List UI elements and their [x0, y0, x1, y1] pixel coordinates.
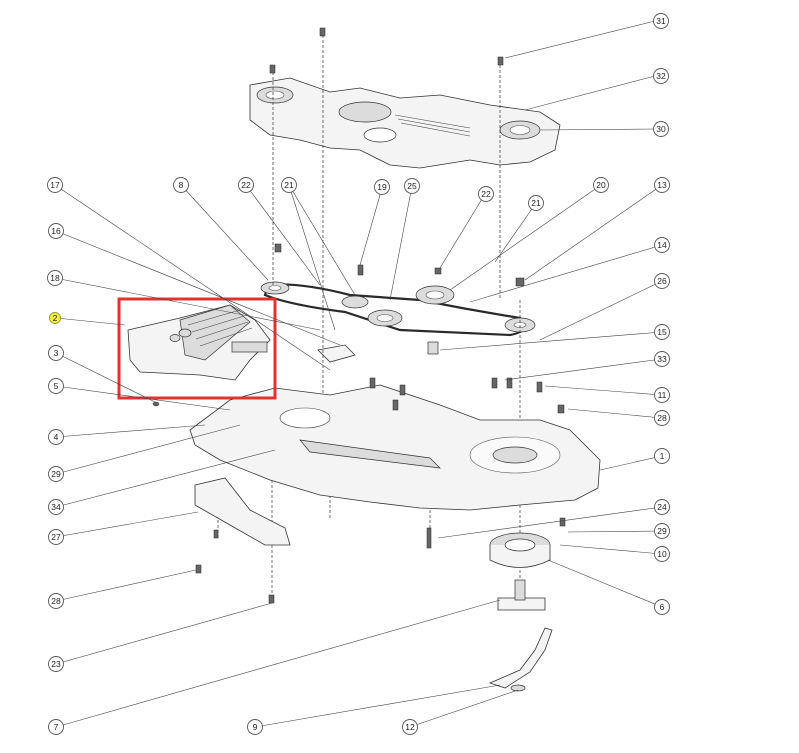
callout-32[interactable]: 32 — [653, 68, 669, 84]
svg-text:33: 33 — [657, 354, 667, 364]
callout-leader-lines — [54, 20, 663, 728]
callout-29[interactable]: 29 — [48, 466, 64, 482]
svg-text:32: 32 — [656, 71, 666, 81]
callout-20[interactable]: 20 — [593, 177, 609, 193]
svg-text:14: 14 — [657, 240, 667, 250]
callout-29[interactable]: 29 — [654, 523, 670, 539]
callout-14[interactable]: 14 — [654, 237, 670, 253]
svg-text:34: 34 — [51, 502, 61, 512]
svg-text:29: 29 — [51, 469, 61, 479]
svg-text:28: 28 — [51, 596, 61, 606]
svg-text:30: 30 — [656, 124, 666, 134]
callout-26[interactable]: 26 — [654, 273, 670, 289]
svg-text:11: 11 — [658, 390, 667, 400]
callout-21[interactable]: 21 — [281, 177, 297, 193]
svg-text:27: 27 — [51, 532, 61, 542]
svg-text:22: 22 — [481, 189, 491, 199]
callout-7[interactable]: 7 — [48, 719, 64, 735]
callout-2[interactable]: 2 — [49, 312, 61, 324]
callout-4[interactable]: 4 — [48, 429, 64, 445]
svg-text:18: 18 — [50, 273, 60, 283]
discharge-chute-part — [127, 304, 271, 381]
svg-text:12: 12 — [405, 722, 415, 732]
mower-deck-shell — [189, 384, 601, 511]
callout-9[interactable]: 9 — [247, 719, 263, 735]
callout-23[interactable]: 23 — [48, 656, 64, 672]
callout-21[interactable]: 21 — [528, 195, 544, 211]
callout-5[interactable]: 5 — [48, 378, 64, 394]
callout-10[interactable]: 10 — [654, 546, 670, 562]
svg-text:2: 2 — [53, 313, 58, 323]
callout-3[interactable]: 3 — [48, 345, 64, 361]
callout-6[interactable]: 6 — [654, 599, 670, 615]
svg-text:5: 5 — [54, 381, 59, 391]
svg-text:6: 6 — [660, 602, 665, 612]
svg-text:31: 31 — [656, 16, 666, 26]
hardware-fasteners — [152, 27, 566, 604]
svg-text:15: 15 — [657, 327, 667, 337]
svg-text:17: 17 — [50, 180, 60, 190]
svg-text:13: 13 — [657, 180, 667, 190]
svg-text:1: 1 — [660, 451, 665, 461]
callout-12[interactable]: 12 — [402, 719, 418, 735]
callout-22[interactable]: 22 — [478, 186, 494, 202]
callout-11[interactable]: 11 — [654, 387, 670, 403]
svg-text:16: 16 — [51, 226, 61, 236]
svg-text:20: 20 — [596, 180, 606, 190]
svg-text:26: 26 — [657, 276, 667, 286]
svg-text:21: 21 — [284, 180, 294, 190]
svg-text:4: 4 — [54, 432, 59, 442]
callout-27[interactable]: 27 — [48, 529, 64, 545]
deck-side-rail — [194, 477, 291, 546]
callout-22[interactable]: 22 — [238, 177, 254, 193]
svg-text:24: 24 — [657, 502, 667, 512]
callout-25[interactable]: 25 — [404, 178, 420, 194]
svg-text:28: 28 — [657, 413, 667, 423]
callout-17[interactable]: 17 — [47, 177, 63, 193]
callout-24[interactable]: 24 — [654, 499, 670, 515]
svg-text:22: 22 — [241, 180, 251, 190]
callout-15[interactable]: 15 — [654, 324, 670, 340]
callout-19[interactable]: 19 — [374, 179, 390, 195]
callout-28[interactable]: 28 — [654, 410, 670, 426]
callout-18[interactable]: 18 — [47, 270, 63, 286]
callout-34[interactable]: 34 — [48, 499, 64, 515]
belt-cover-part — [249, 77, 561, 169]
callout-33[interactable]: 33 — [654, 351, 670, 367]
mower-blade — [488, 627, 553, 692]
callout-13[interactable]: 13 — [654, 177, 670, 193]
callout-30[interactable]: 30 — [653, 121, 669, 137]
callout-8[interactable]: 8 — [173, 177, 189, 193]
callout-16[interactable]: 16 — [48, 223, 64, 239]
callout-31[interactable]: 31 — [653, 13, 669, 29]
belt-drive-assembly — [260, 243, 536, 363]
svg-text:29: 29 — [657, 526, 667, 536]
svg-text:19: 19 — [377, 182, 387, 192]
svg-text:10: 10 — [657, 549, 667, 559]
highlight-box — [117, 297, 277, 400]
callout-28[interactable]: 28 — [48, 593, 64, 609]
svg-text:21: 21 — [531, 198, 541, 208]
callout-1[interactable]: 1 — [654, 448, 670, 464]
svg-text:7: 7 — [54, 722, 59, 732]
svg-text:8: 8 — [179, 180, 184, 190]
svg-text:23: 23 — [51, 659, 61, 669]
svg-text:9: 9 — [253, 722, 258, 732]
svg-text:25: 25 — [407, 181, 417, 191]
svg-text:3: 3 — [54, 348, 59, 358]
